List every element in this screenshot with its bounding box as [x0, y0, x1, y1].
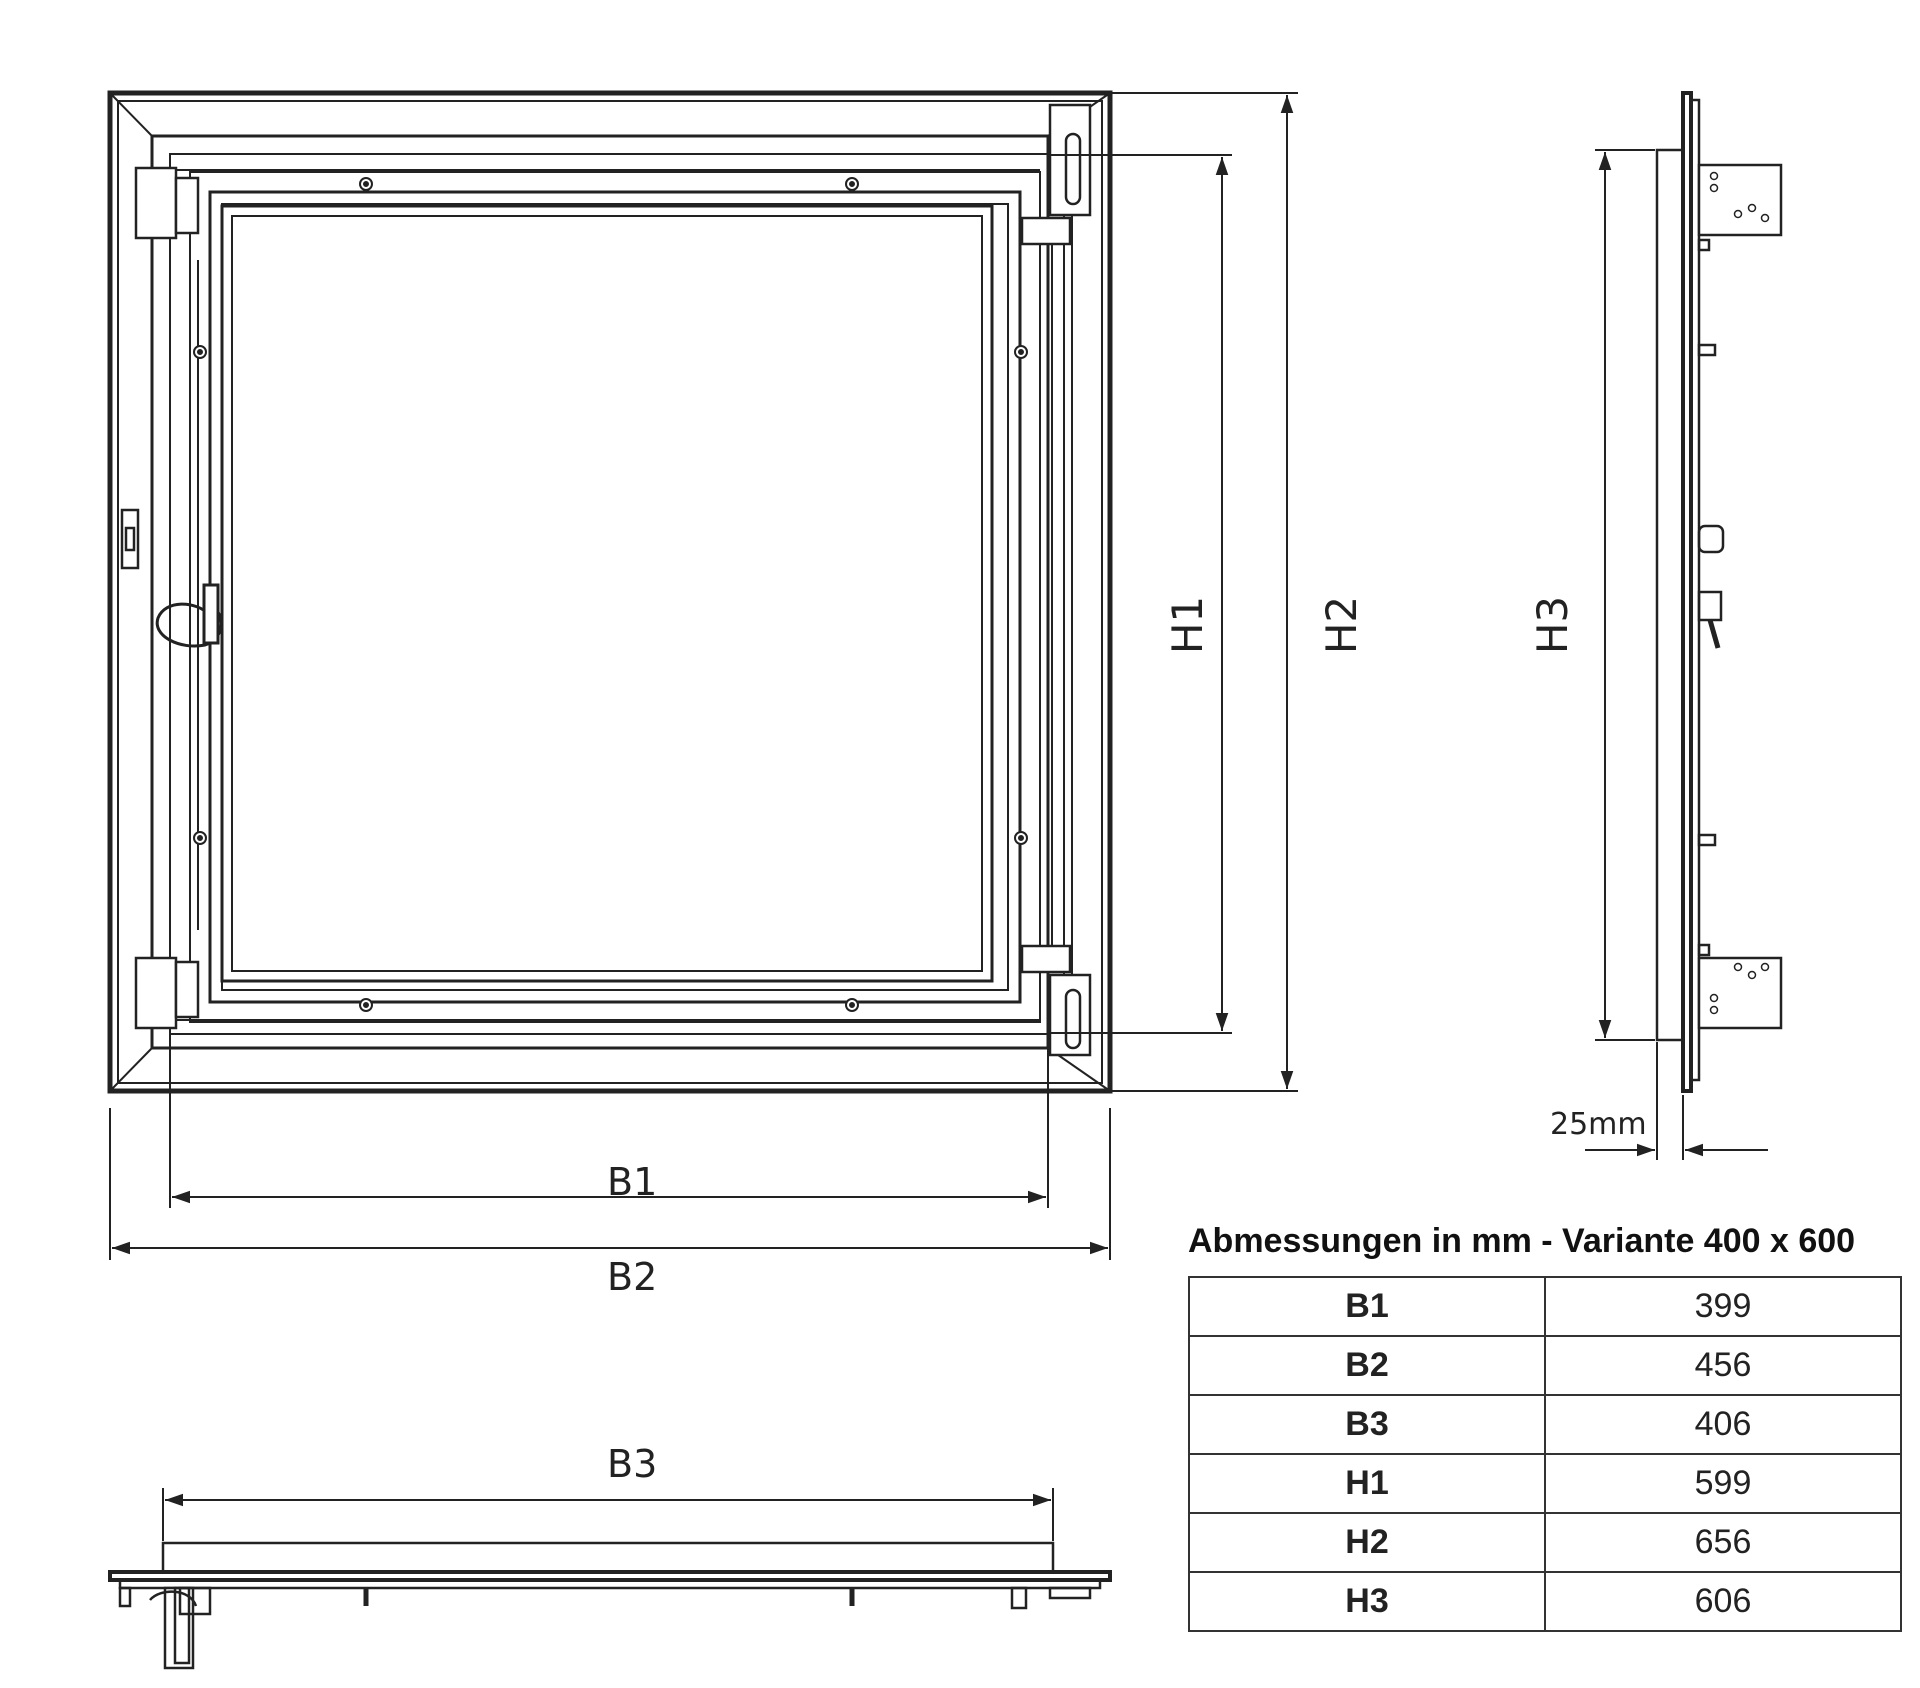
panel-opening	[220, 204, 994, 983]
screws	[193, 177, 1028, 1012]
side-hinge-dots	[1709, 171, 1770, 1015]
table-row: B3 406	[1188, 1394, 1902, 1455]
label-b3: B3	[607, 1442, 658, 1486]
door-leaf	[208, 190, 1022, 1004]
row-value: 606	[1544, 1571, 1902, 1632]
table-row: H2 656	[1188, 1512, 1902, 1573]
bottom-dimension-lines	[162, 1488, 1054, 1541]
table-row: H3 606	[1188, 1571, 1902, 1632]
side-dimension-lines	[1585, 149, 1768, 1160]
row-key: H1	[1188, 1453, 1546, 1514]
bottom-body	[161, 1541, 1055, 1574]
label-depth: 25mm	[1550, 1107, 1647, 1142]
label-b2: B2	[607, 1255, 658, 1299]
table-row: B1 399	[1188, 1276, 1902, 1337]
outer-frame	[107, 90, 1113, 1094]
table-row: B2 456	[1188, 1335, 1902, 1396]
front-view	[107, 90, 1113, 1094]
row-key: B1	[1188, 1276, 1546, 1337]
hinge-bottom-left	[134, 956, 178, 1030]
row-key: H3	[1188, 1571, 1546, 1632]
front-hardware	[120, 103, 1092, 1057]
side-view	[1655, 91, 1783, 1093]
side-body	[1655, 148, 1685, 1042]
dimension-lines	[109, 92, 1298, 1260]
row-value: 399	[1544, 1276, 1902, 1337]
row-value: 456	[1544, 1335, 1902, 1396]
row-key: H2	[1188, 1512, 1546, 1573]
dimension-table: B1 399 B2 456 B3 406 H1 599 H2 656 H3 60…	[1188, 1276, 1902, 1632]
hinge-bottom-right	[1020, 944, 1072, 974]
side-hinge-top	[1697, 163, 1783, 237]
row-key: B2	[1188, 1335, 1546, 1396]
table-title: Abmessungen in mm - Variante 400 x 600	[1188, 1222, 1856, 1260]
handle-ring	[155, 583, 223, 648]
bottom-view	[108, 1541, 1112, 1670]
hinge-top-left	[134, 166, 178, 240]
inner-frame	[150, 134, 1050, 1050]
label-b1: B1	[607, 1160, 658, 1204]
row-key: B3	[1188, 1394, 1546, 1455]
label-h1: H1	[1163, 595, 1212, 655]
row-value: 656	[1544, 1512, 1902, 1573]
side-lock	[1697, 524, 1725, 554]
label-h2: H2	[1317, 595, 1366, 655]
label-h3: H3	[1528, 595, 1577, 655]
table-row: H1 599	[1188, 1453, 1902, 1514]
row-value: 599	[1544, 1453, 1902, 1514]
row-value: 406	[1544, 1394, 1902, 1455]
hinge-top-right	[1020, 216, 1072, 246]
